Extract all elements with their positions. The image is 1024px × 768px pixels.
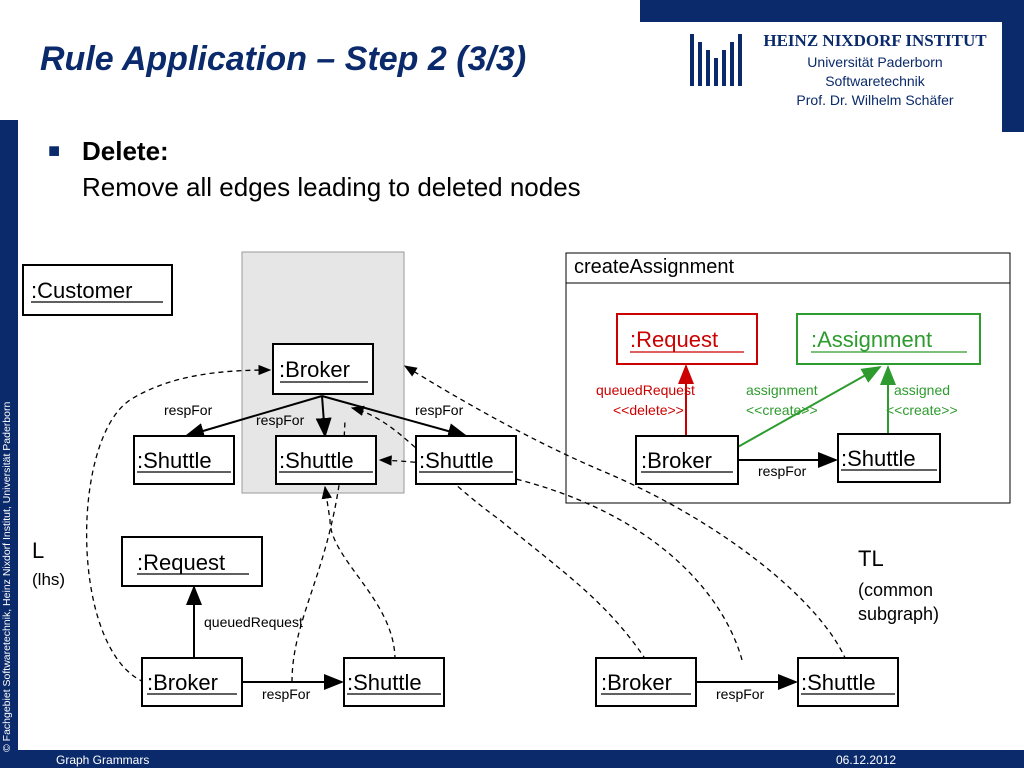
broker-node-host: :Broker	[279, 357, 350, 382]
label-TL: TL	[858, 546, 884, 571]
label-lhs: (lhs)	[32, 570, 66, 589]
request-node-rule: :Request	[630, 327, 719, 352]
top-bar	[640, 0, 1024, 22]
slide-title: Rule Application – Step 2 (3/3)	[40, 40, 527, 78]
edge-label-assigned: assigned	[894, 382, 951, 398]
customer-node-box	[22, 264, 173, 316]
shuttle-node-box-l	[343, 657, 445, 707]
edge-broker-shuttle-mid	[315, 395, 332, 438]
assignment-node-box-rule	[796, 313, 981, 365]
broker-node-box-tl	[595, 657, 697, 707]
footer-bar	[18, 750, 1024, 768]
shuttle-node-box-host-mid	[275, 435, 377, 485]
footer-title: Graph Grammars	[56, 753, 150, 767]
shuttle-node-box-host-left	[133, 435, 235, 485]
bullet-icon: ■	[48, 140, 61, 162]
page-number: 43	[996, 748, 1010, 762]
morph-tl-broker-to-host-shuttle	[378, 455, 743, 661]
edge-label-respfor-mid: respFor	[256, 412, 305, 428]
edge-create-assignment	[735, 366, 882, 449]
shuttle-node-rule: :Shuttle	[841, 446, 916, 471]
left-bar	[0, 120, 18, 768]
bullet-text: Remove all edges leading to deleted node…	[82, 172, 581, 202]
broker-node-tl: :Broker	[601, 670, 672, 695]
institute-logo-icon	[690, 34, 742, 86]
request-node-box-rule	[616, 313, 758, 365]
request-node-box-l	[121, 536, 263, 587]
institute-line2: Softwaretechnik	[825, 73, 925, 89]
request-node-l: :Request	[137, 550, 226, 575]
broker-node-box-rule	[635, 435, 739, 485]
footer-date: 06.12.2012	[836, 753, 897, 767]
edge-broker-shuttle-left	[184, 395, 323, 439]
edge-label-respfor-left: respFor	[164, 402, 213, 418]
shuttle-node-host-right: :Shuttle	[419, 448, 494, 473]
label-subgraph: subgraph)	[858, 604, 940, 624]
institute-line1: Universität Paderborn	[807, 54, 943, 70]
edge-label-respfor-tl: respFor	[716, 686, 765, 702]
shuttle-node-box-rule	[837, 433, 941, 483]
label-L: L	[32, 538, 45, 563]
edge-label-respfor-rule: respFor	[758, 463, 807, 479]
broker-node-box-host	[272, 343, 374, 395]
shuttle-node-l: :Shuttle	[347, 670, 422, 695]
shuttle-node-host-left: :Shuttle	[137, 448, 212, 473]
stereotype-create-assigned: <<create>>	[886, 402, 958, 418]
edge-broker-shuttle-right	[321, 395, 468, 439]
shuttle-node-tl: :Shuttle	[801, 670, 876, 695]
edge-label-assignment: assignment	[746, 382, 818, 398]
broker-node-l: :Broker	[147, 670, 218, 695]
shuttle-node-box-tl	[797, 657, 899, 707]
institute-line3: Prof. Dr. Wilhelm Schäfer	[796, 92, 954, 108]
institute-name: HEINZ NIXDORF INSTITUT	[763, 31, 987, 50]
broker-node-rule: :Broker	[641, 448, 712, 473]
label-common: (common	[858, 580, 934, 600]
shuttle-node-box-host-right	[415, 435, 517, 485]
right-bar	[1002, 22, 1024, 132]
customer-node: :Customer	[31, 278, 133, 303]
edge-label-respfor-l: respFor	[262, 686, 311, 702]
shuttle-node-host-mid: :Shuttle	[279, 448, 354, 473]
assignment-node-rule: :Assignment	[811, 327, 933, 352]
broker-node-box-l	[141, 657, 243, 707]
stereotype-create-assignment: <<create>>	[746, 402, 818, 418]
edge-label-respfor-right: respFor	[415, 402, 464, 418]
rule-name: createAssignment	[574, 256, 735, 278]
edge-label-queued-l: queuedRequest	[204, 614, 303, 630]
bullet-heading: Delete:	[82, 136, 169, 166]
stereotype-delete: <<delete>>	[613, 402, 684, 418]
morph-l-broker-to-host	[86, 364, 272, 683]
edge-label-queued-rule: queuedRequest	[596, 382, 695, 398]
morph-l-shuttle-to-host	[321, 485, 396, 661]
